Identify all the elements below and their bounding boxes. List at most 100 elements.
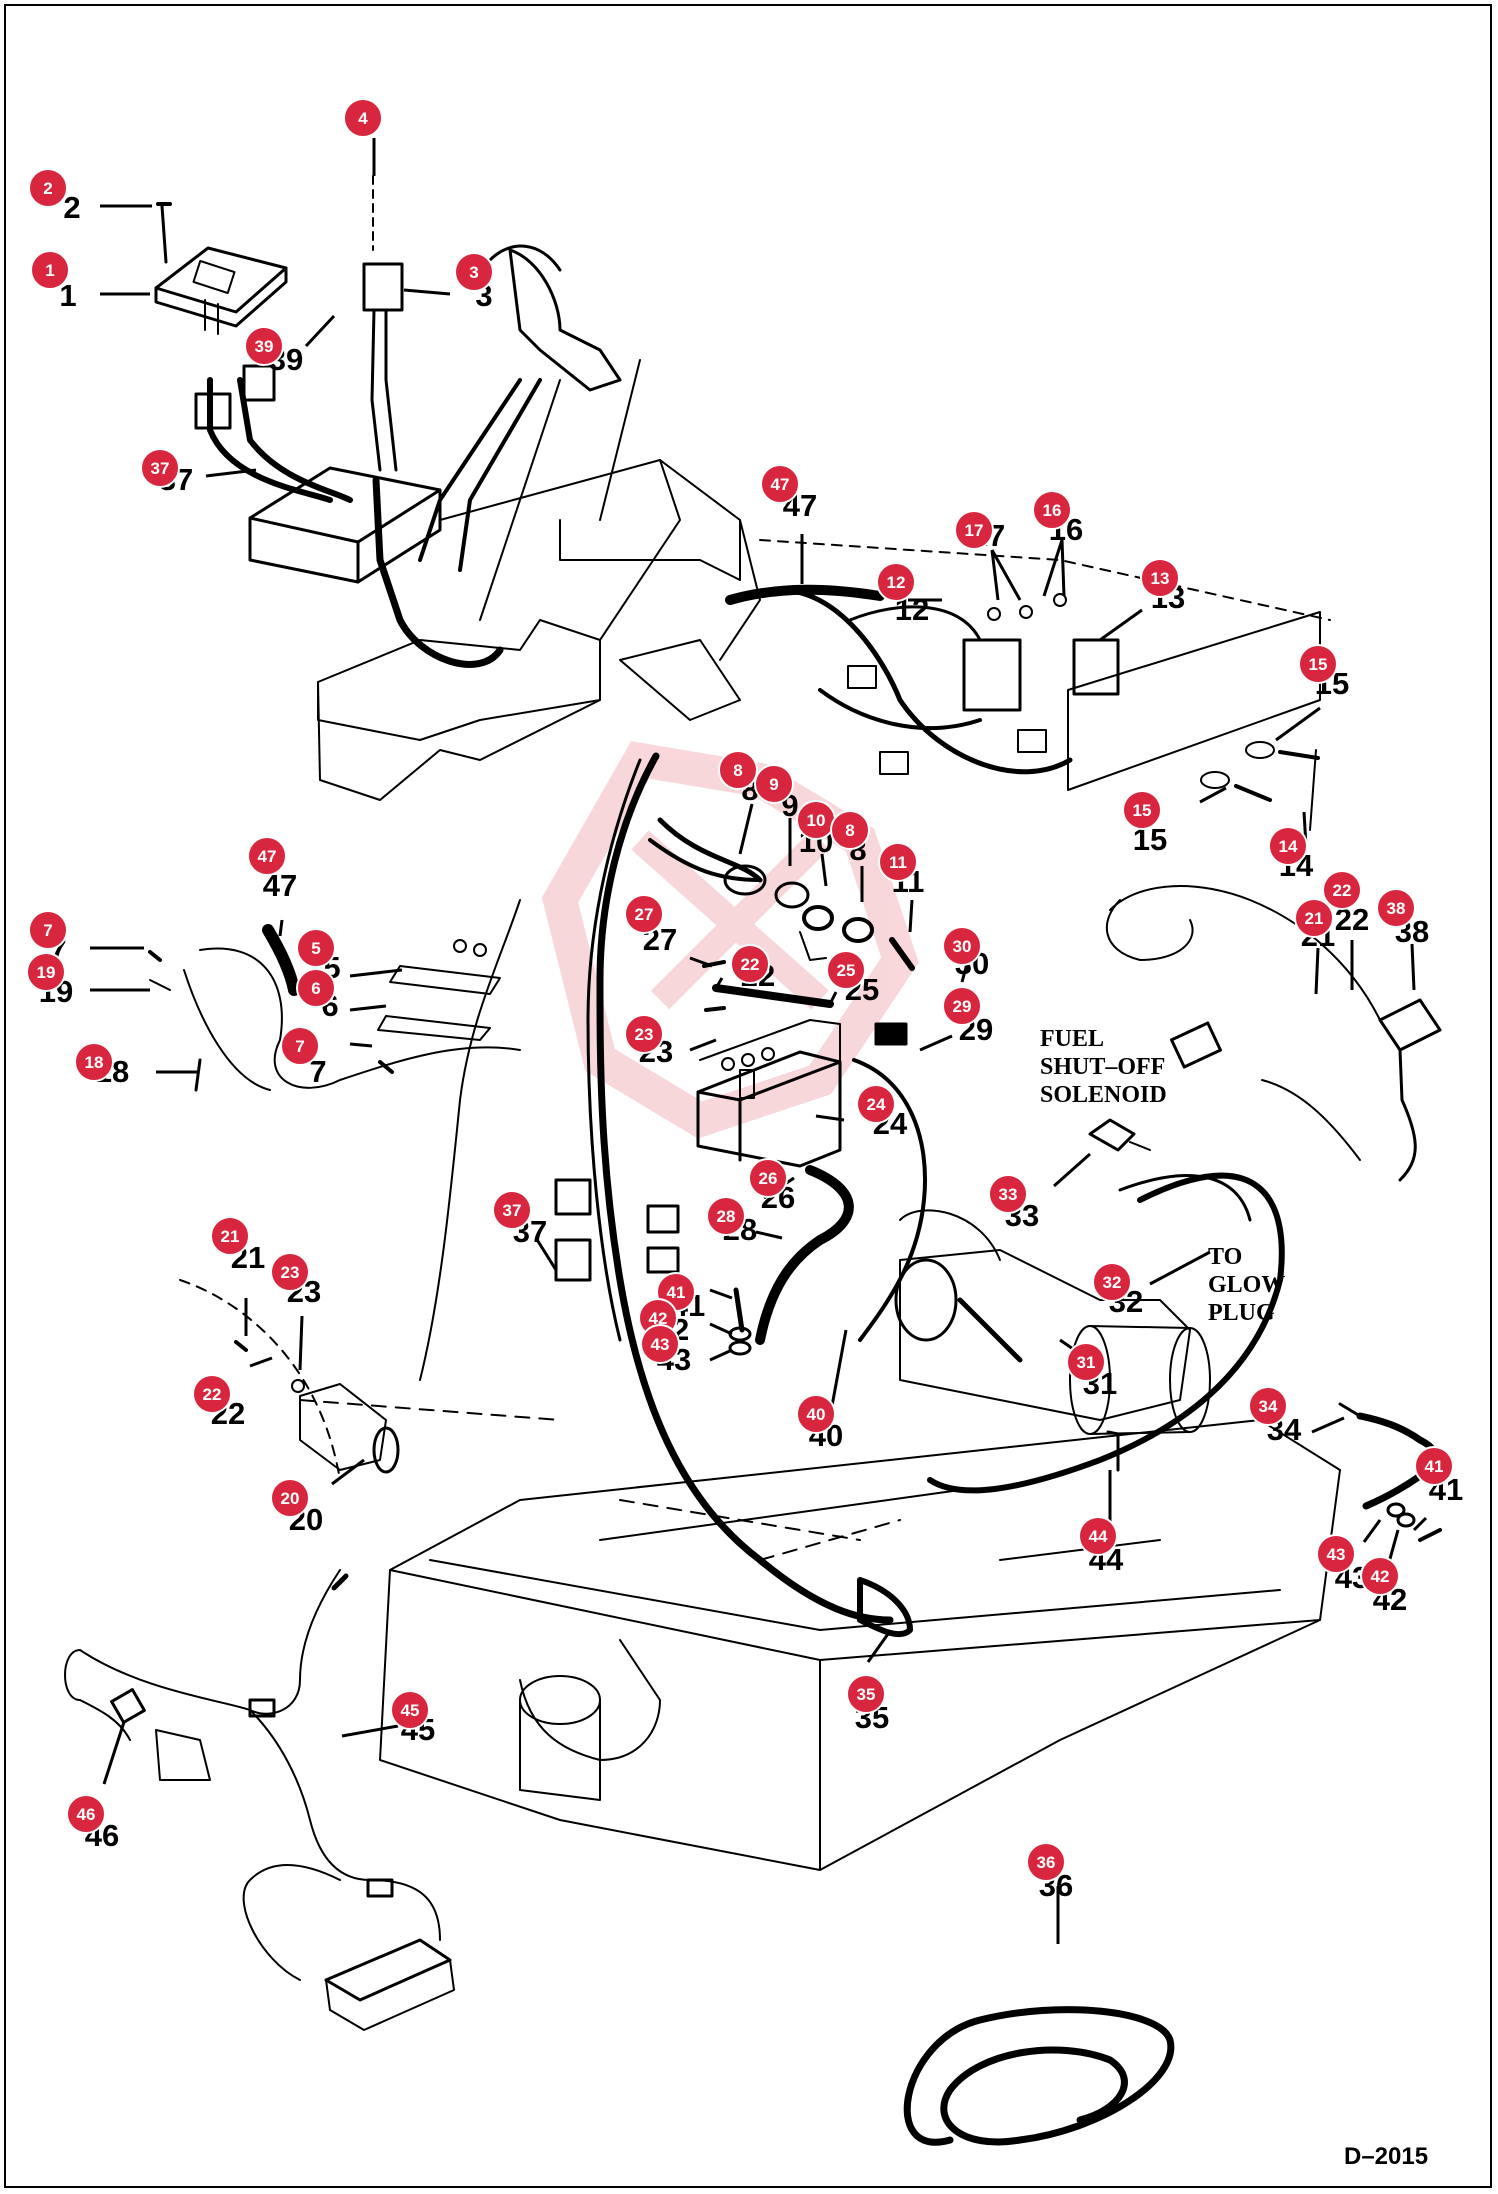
callout-badge[interactable]: [280, 1026, 320, 1066]
callout-badge[interactable]: [343, 98, 383, 138]
callout-badge[interactable]: [830, 810, 870, 850]
callout-badge[interactable]: [270, 1252, 310, 1292]
callout-badge[interactable]: [1376, 888, 1416, 928]
callout-badge[interactable]: [754, 764, 794, 804]
callout-2[interactable]: 22: [28, 168, 81, 225]
callout-badge[interactable]: [760, 464, 800, 504]
callout-badge[interactable]: [1294, 898, 1334, 938]
callout-badge[interactable]: [1268, 826, 1308, 866]
callout-17[interactable]: 1717: [954, 510, 1005, 553]
callout-badge[interactable]: [878, 842, 918, 882]
callout-badge[interactable]: [1032, 490, 1072, 530]
callout-badge[interactable]: [296, 968, 336, 1008]
callout-badge[interactable]: [730, 944, 770, 984]
callout-badge[interactable]: [390, 1690, 430, 1730]
callout-badge[interactable]: [1026, 1842, 1066, 1882]
callout-9[interactable]: 99: [754, 764, 799, 823]
callout-1[interactable]: 11: [30, 250, 77, 313]
callout-badge[interactable]: [624, 1014, 664, 1054]
callout-badge[interactable]: [1322, 870, 1362, 910]
callout-badge[interactable]: [1414, 1446, 1454, 1486]
callout-badge[interactable]: [140, 448, 180, 488]
callout-badge[interactable]: [74, 1042, 114, 1082]
callout-badge[interactable]: [796, 1394, 836, 1434]
callout-badge[interactable]: [826, 950, 866, 990]
callout-badge[interactable]: [748, 1158, 788, 1198]
callout-badge[interactable]: [988, 1174, 1028, 1214]
callout-badge[interactable]: [942, 926, 982, 966]
callout-badge[interactable]: [28, 910, 68, 950]
callout-badge[interactable]: [26, 952, 66, 992]
callout-badge[interactable]: [270, 1478, 310, 1518]
callout-badge[interactable]: [640, 1324, 680, 1364]
callout-4[interactable]: 44: [343, 98, 383, 138]
callout-badge[interactable]: [876, 562, 916, 602]
callout-badge[interactable]: [244, 326, 284, 366]
callout-badge[interactable]: [856, 1084, 896, 1124]
callout-7b[interactable]: 77: [280, 1026, 327, 1089]
callout-badge[interactable]: [296, 928, 336, 968]
callout-badge[interactable]: [192, 1374, 232, 1414]
callout-badge[interactable]: [210, 1216, 250, 1256]
callout-badge[interactable]: [624, 894, 664, 934]
callout-badge[interactable]: [1092, 1262, 1132, 1302]
callout-badge[interactable]: [1122, 790, 1162, 830]
callout-28[interactable]: 2828: [706, 1196, 757, 1247]
callout-badge[interactable]: [1298, 644, 1338, 684]
callout-badge[interactable]: [718, 750, 758, 790]
callout-badge[interactable]: [1360, 1556, 1400, 1596]
callout-badge[interactable]: [954, 510, 994, 550]
callout-3[interactable]: 33: [454, 252, 494, 313]
callout-badge[interactable]: [1248, 1386, 1288, 1426]
callout-badge[interactable]: [454, 252, 494, 292]
callout-8b[interactable]: 88: [830, 810, 870, 867]
callout-6[interactable]: 66: [296, 968, 339, 1023]
callout-badge[interactable]: [1316, 1534, 1356, 1574]
callout-badge[interactable]: [1078, 1516, 1118, 1556]
callout-badge[interactable]: [1140, 558, 1180, 598]
callout-8[interactable]: 88: [718, 750, 759, 807]
callout-badge[interactable]: [30, 250, 70, 290]
